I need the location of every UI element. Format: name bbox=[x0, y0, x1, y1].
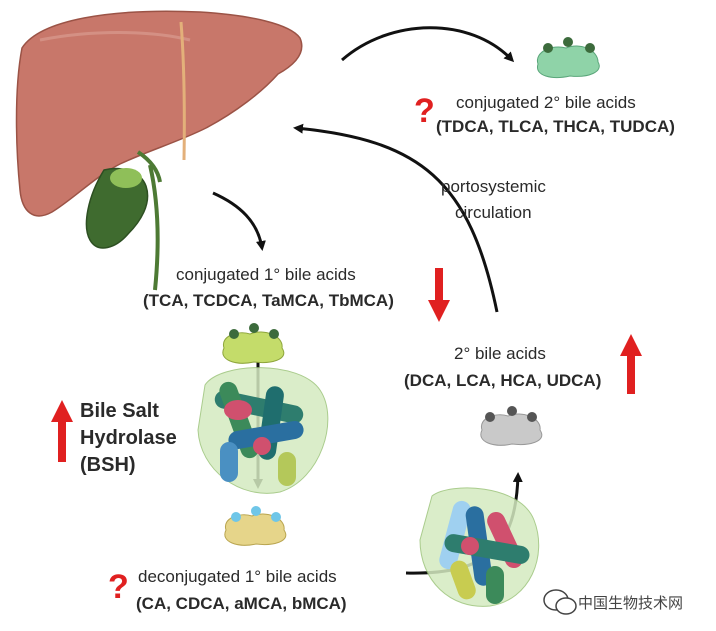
conj-primary-molecule bbox=[222, 323, 285, 364]
bacteria-cluster-icon bbox=[197, 367, 540, 607]
bsh-label-line3: (BSH) bbox=[80, 454, 136, 476]
deconj-list: (CA, CDCA, aMCA, bMCA) bbox=[136, 594, 347, 613]
arrow-portosystemic bbox=[293, 123, 499, 313]
secondary-molecule bbox=[480, 406, 543, 446]
gallbladder-icon bbox=[85, 150, 162, 291]
red-arrows bbox=[51, 268, 642, 462]
up-arrow-bsh bbox=[51, 400, 73, 462]
bsh-label-line2: Hydrolase bbox=[80, 427, 177, 449]
liver-icon bbox=[15, 10, 303, 217]
question-mark-conj-secondary: ? bbox=[414, 92, 435, 130]
conj-primary-list: (TCA, TCDCA, TaMCA, TbMCA) bbox=[143, 291, 394, 310]
portosystemic-label-line1: portosystemic bbox=[441, 177, 546, 196]
deconj-primary-molecule bbox=[224, 506, 287, 546]
up-arrow-secondary bbox=[620, 334, 642, 394]
portosystemic-label-line2: circulation bbox=[455, 203, 532, 222]
question-mark-deconj: ? bbox=[108, 568, 129, 606]
deconj-title: deconjugated 1° bile acids bbox=[138, 567, 337, 586]
secondary-title: 2° bile acids bbox=[454, 344, 546, 363]
conj-primary-title: conjugated 1° bile acids bbox=[176, 265, 356, 284]
secondary-list: (DCA, LCA, HCA, UDCA) bbox=[404, 371, 602, 390]
arrow-to-conj-secondary bbox=[341, 26, 515, 63]
arrow-liver-to-conj-primary bbox=[212, 191, 266, 251]
wechat-icon bbox=[543, 589, 577, 615]
down-arrow-conj-primary bbox=[428, 268, 450, 322]
bile-acid-molecule-icon bbox=[222, 37, 600, 546]
bacteria-cluster-right bbox=[419, 487, 540, 607]
conj-secondary-title: conjugated 2° bile acids bbox=[456, 93, 636, 112]
conj-secondary-molecule bbox=[536, 37, 600, 78]
conj-secondary-list: (TDCA, TLCA, THCA, TUDCA) bbox=[436, 117, 675, 136]
watermark-text: 中国生物技术网 bbox=[578, 595, 684, 612]
bsh-label-line1: Bile Salt bbox=[80, 400, 159, 422]
bacteria-cluster-left bbox=[197, 367, 329, 494]
